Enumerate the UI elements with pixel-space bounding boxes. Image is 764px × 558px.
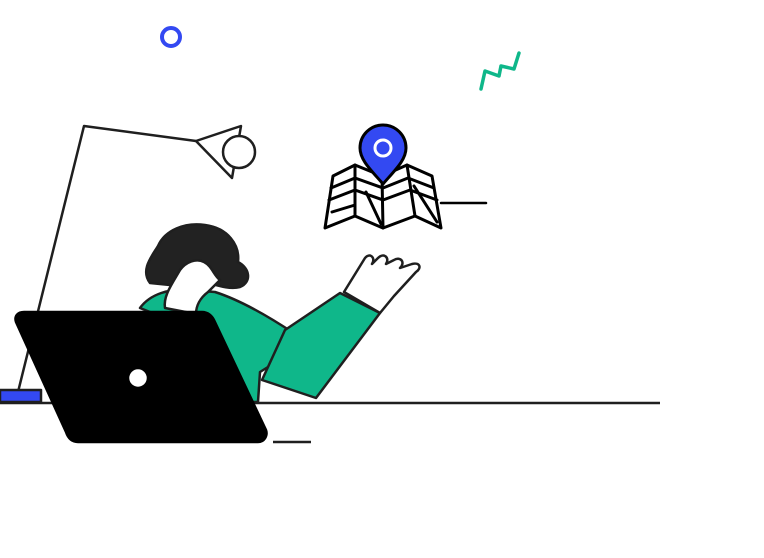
map-pin-icon xyxy=(358,123,408,186)
desk-lamp-icon xyxy=(0,124,257,404)
folded-map-icon xyxy=(323,163,488,230)
person-figure xyxy=(14,223,421,444)
hair xyxy=(144,223,250,290)
raised-arm xyxy=(260,291,382,400)
laptop-icon xyxy=(14,310,268,444)
face-hand xyxy=(163,259,222,316)
ring-decoration-icon xyxy=(160,26,182,48)
raised-hand xyxy=(342,254,421,315)
zigzag-decoration-icon xyxy=(479,51,521,91)
laptop-logo xyxy=(126,366,150,390)
